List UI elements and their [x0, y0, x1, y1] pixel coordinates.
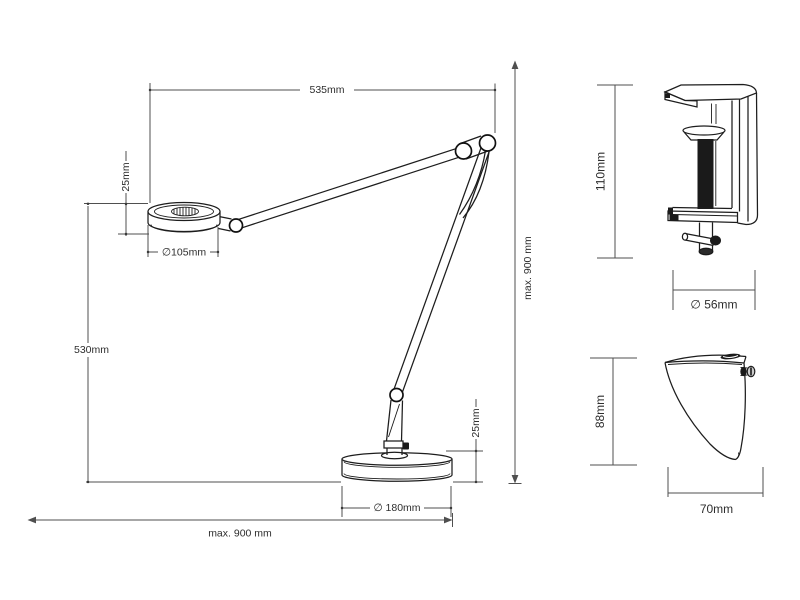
dimension-labels: 535mm 25mm ∅105mm 530mm max. 900 mm max.… [69, 83, 738, 540]
dim-label-column-height: 530mm [74, 344, 109, 356]
elbow-joint [454, 142, 473, 160]
dimension-ticks [86, 88, 497, 510]
dim-label-head-diameter: ∅105mm [162, 246, 206, 258]
lamp-head [147, 201, 221, 233]
lamp-head-lens [171, 206, 199, 217]
mount-drawing [664, 353, 756, 461]
lamp-drawing [147, 134, 497, 482]
dim-label-clamp-height: 110mm [594, 152, 608, 191]
head-joint [228, 218, 244, 233]
dim-label-mount-width: 70mm [700, 502, 733, 516]
lamp-stem [383, 399, 409, 455]
dim-label-arm-span: 535mm [309, 84, 344, 96]
mount-body [664, 353, 756, 461]
dim-label-base-thickness: 25mm [470, 408, 482, 437]
dim-label-max-height: max. 900 mm [522, 236, 534, 300]
lamp-base [341, 451, 453, 482]
dim-label-max-reach: max. 900 mm [208, 528, 272, 540]
clamp-drawing [663, 83, 759, 256]
dim-label-clamp-diameter: ∅ 56mm [690, 298, 737, 312]
clamp-body [663, 83, 759, 256]
dim-label-mount-height: 88mm [593, 395, 607, 428]
dimension-arrows [27, 60, 519, 524]
top-joint [478, 134, 497, 152]
dim-label-head-thickness: 25mm [120, 162, 132, 191]
lamp-arms [218, 135, 493, 396]
dim-label-base-diameter: ∅ 180mm [373, 502, 420, 514]
base-joint [389, 387, 404, 403]
